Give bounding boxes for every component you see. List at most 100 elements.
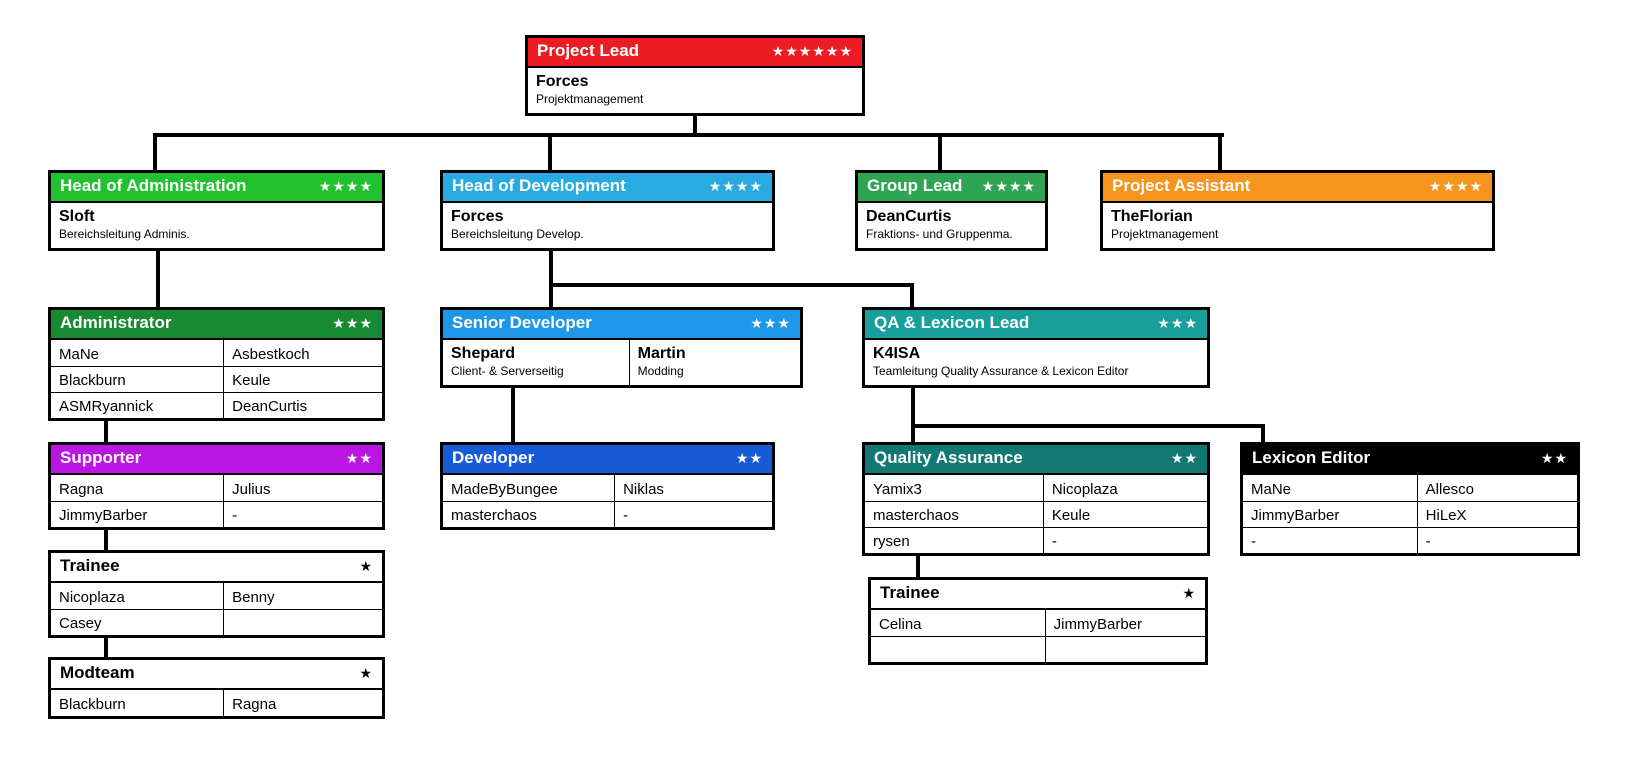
member-role: Projektmanagement xyxy=(1111,227,1219,241)
connector-line xyxy=(916,547,920,577)
org-box-lexicon-editor: Lexicon Editor ★★ MaNe Allesco JimmyBarb… xyxy=(1240,442,1580,556)
box-header: Quality Assurance ★★ xyxy=(865,445,1207,475)
box-title: QA & Lexicon Lead xyxy=(874,313,1030,332)
table-row: JimmyBarber HiLeX xyxy=(1243,501,1577,527)
member-cell: Ragna xyxy=(223,690,382,716)
rank-stars: ★ xyxy=(1182,584,1196,601)
table-row: rysen - xyxy=(865,527,1207,553)
member-table: MaNe Allesco JimmyBarber HiLeX - - xyxy=(1243,475,1577,553)
member-cell: Allesco xyxy=(1416,475,1577,501)
table-row: MaNe Allesco xyxy=(1243,475,1577,501)
member-cell: MaNe xyxy=(1251,480,1292,498)
box-header: QA & Lexicon Lead ★★★ xyxy=(865,310,1207,340)
connector-line xyxy=(511,385,515,442)
member-cell: Ragna xyxy=(59,480,104,498)
box-title: Supporter xyxy=(60,448,142,467)
member-name: Forces xyxy=(536,73,589,90)
org-box-supporter: Supporter ★★ Ragna Julius JimmyBarber - xyxy=(48,442,385,530)
rank-stars: ★★★★ xyxy=(1428,177,1483,194)
rank-stars: ★★ xyxy=(1170,449,1198,466)
org-box-senior-developer: Senior Developer ★★★ Shepard Client- & S… xyxy=(440,307,803,388)
box-header: Trainee ★ xyxy=(51,553,382,583)
box-header: Head of Development ★★★★ xyxy=(443,173,772,203)
connector-line xyxy=(549,250,553,307)
member-info: DeanCurtis Fraktions- und Gruppenma. xyxy=(858,203,1045,248)
member-role: Modding xyxy=(637,364,684,378)
member-cell: Nicoplaza xyxy=(1042,475,1207,501)
table-row: ASMRyannick DeanCurtis xyxy=(51,392,382,418)
org-box-project-assistant: Project Assistant ★★★★ TheFlorian Projek… xyxy=(1100,170,1495,251)
org-box-developer: Developer ★★ MadeByBungee Niklas masterc… xyxy=(440,442,775,530)
rank-stars: ★★ xyxy=(345,449,373,466)
box-title: Senior Developer xyxy=(452,313,592,332)
org-box-head-of-development: Head of Development ★★★★ Forces Bereichs… xyxy=(440,170,775,251)
rank-stars: ★★★ xyxy=(750,314,791,331)
member-cell: Keule xyxy=(1042,502,1207,527)
box-title: Head of Development xyxy=(452,176,626,195)
member-cell: Julius xyxy=(223,475,382,501)
member-cell: Keule xyxy=(223,367,382,392)
box-title: Lexicon Editor xyxy=(1252,448,1371,467)
member-info: TheFlorian Projektmanagement xyxy=(1103,203,1492,248)
connector-line xyxy=(911,424,1265,428)
member-table: MaNe Asbestkoch Blackburn Keule ASMRyann… xyxy=(51,340,382,418)
member-table: Nicoplaza Benny Casey xyxy=(51,583,382,635)
rank-stars: ★★★ xyxy=(332,314,373,331)
rank-stars: ★★ xyxy=(1540,449,1568,466)
connector-line xyxy=(1261,424,1265,442)
org-box-qa-lexicon-lead: QA & Lexicon Lead ★★★ K4ISA Teamleitung … xyxy=(862,307,1210,388)
connector-line xyxy=(548,133,552,172)
member-cell: Asbestkoch xyxy=(223,340,382,366)
member-cell: - xyxy=(223,502,382,527)
rank-stars: ★★★★ xyxy=(708,177,763,194)
org-box-modteam: Modteam ★ Blackburn Ragna xyxy=(48,657,385,719)
org-box-trainee-administration: Trainee ★ Nicoplaza Benny Casey xyxy=(48,550,385,638)
rank-stars: ★ xyxy=(359,664,373,681)
member-cell: Yamix3 xyxy=(873,480,922,498)
member-info: Shepard Client- & Serverseitig xyxy=(443,340,629,385)
member-cell: masterchaos xyxy=(451,507,537,524)
org-box-project-lead: Project Lead ★★★★★★ Forces Projektmanage… xyxy=(525,35,865,116)
box-header: Group Lead ★★★★ xyxy=(858,173,1045,203)
table-row: Casey xyxy=(51,609,382,635)
box-title: Administrator xyxy=(60,313,172,332)
connector-line xyxy=(104,520,108,550)
table-row: Celina JimmyBarber xyxy=(871,610,1205,636)
member-cell: ASMRyannick xyxy=(59,398,154,415)
connector-line xyxy=(104,628,108,657)
member-name: Sloft xyxy=(59,208,95,225)
org-box-head-of-administration: Head of Administration ★★★★ Sloft Bereic… xyxy=(48,170,385,251)
table-row: Yamix3 Nicoplaza xyxy=(865,475,1207,501)
member-cell: Benny xyxy=(223,583,382,609)
rank-stars: ★ xyxy=(359,557,373,574)
box-header: Senior Developer ★★★ xyxy=(443,310,800,340)
connector-line xyxy=(938,133,942,172)
member-name: Martin xyxy=(637,345,686,362)
member-role: Fraktions- und Gruppenma. xyxy=(866,227,1013,241)
box-title: Quality Assurance xyxy=(874,448,1023,467)
connector-line xyxy=(910,283,914,307)
rank-stars: ★★★★ xyxy=(318,177,373,194)
table-row: JimmyBarber - xyxy=(51,501,382,527)
box-header: Head of Administration ★★★★ xyxy=(51,173,382,203)
member-cell: MaNe xyxy=(59,345,100,363)
table-row: - - xyxy=(1243,527,1577,553)
box-title: Modteam xyxy=(60,663,135,682)
member-cell: - xyxy=(1416,528,1577,553)
member-cell: rysen xyxy=(873,533,910,550)
member-cell: - xyxy=(1042,528,1207,553)
connector-line xyxy=(911,385,915,442)
member-cell: Niklas xyxy=(614,475,772,501)
connector-line xyxy=(693,113,697,137)
member-cell: - xyxy=(614,502,772,527)
org-box-group-lead: Group Lead ★★★★ DeanCurtis Fraktions- un… xyxy=(855,170,1048,251)
table-row xyxy=(871,636,1205,662)
table-row: Blackburn Ragna xyxy=(51,690,382,716)
connector-line xyxy=(156,250,160,307)
box-header: Supporter ★★ xyxy=(51,445,382,475)
rank-stars: ★★★ xyxy=(1157,314,1198,331)
member-name: Shepard xyxy=(451,345,516,362)
box-title: Head of Administration xyxy=(60,176,247,195)
member-name: K4ISA xyxy=(873,345,921,362)
